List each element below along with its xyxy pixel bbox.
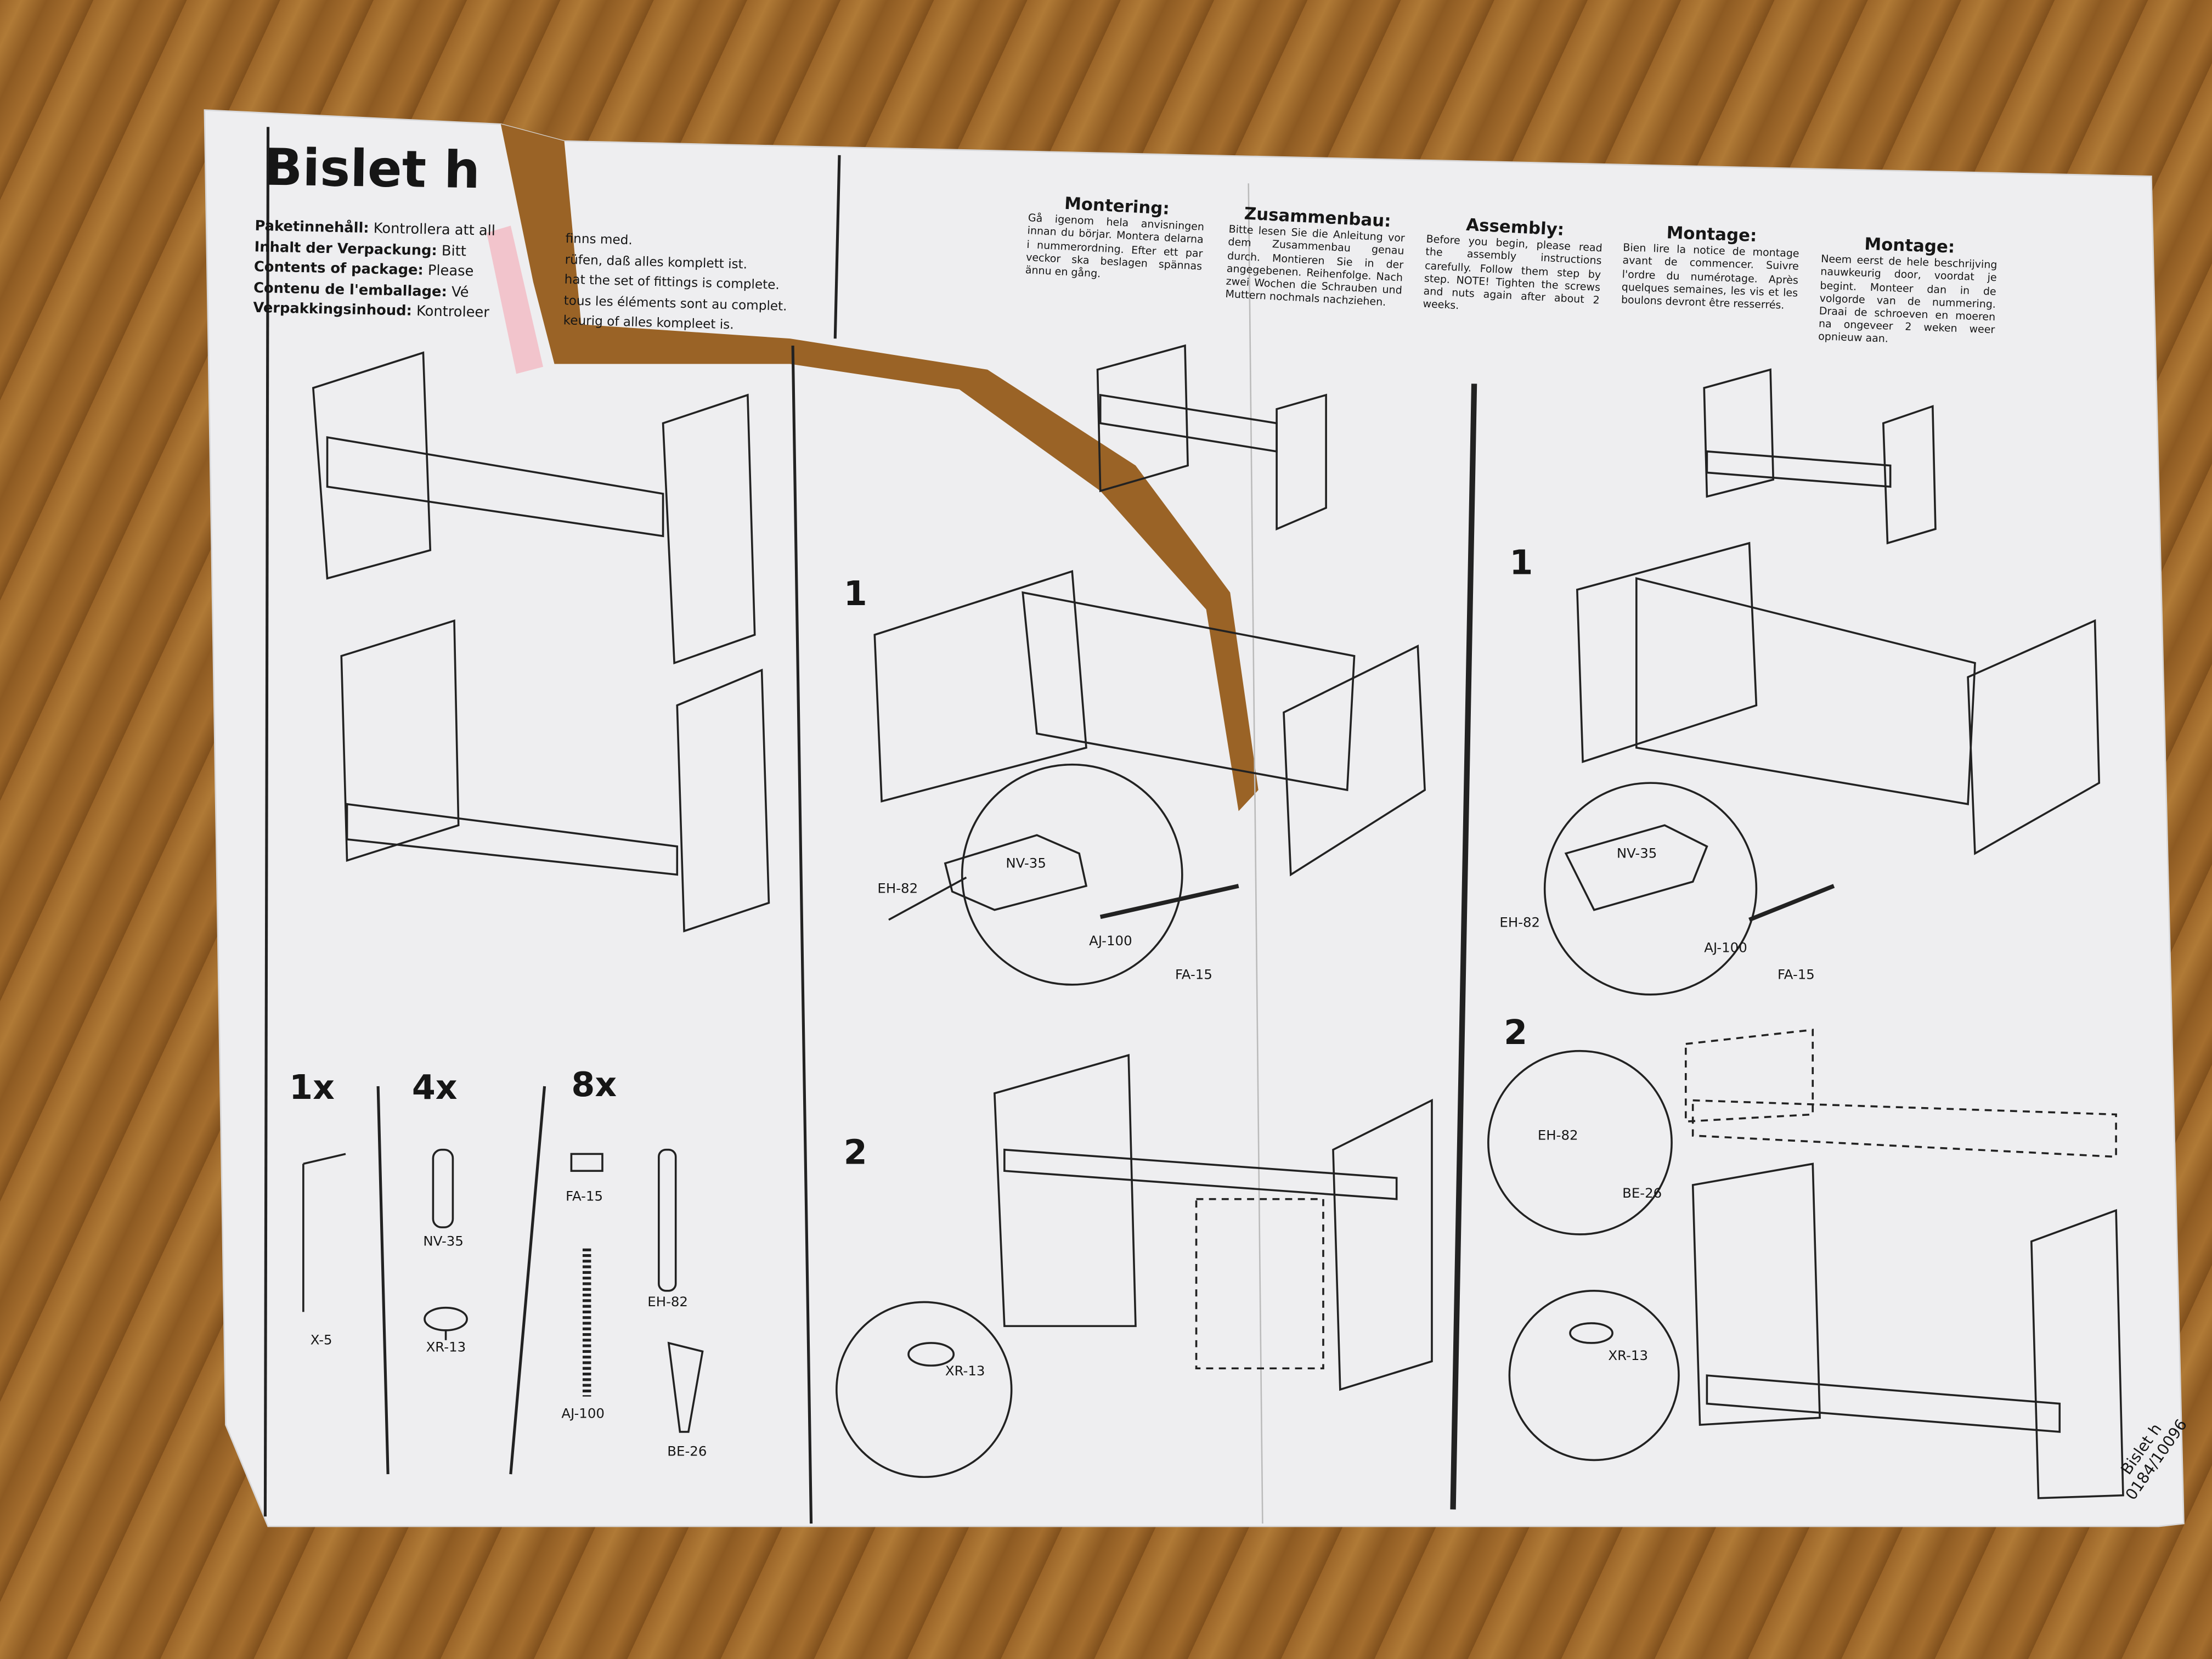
callout-nv35: NV-35	[1006, 856, 1046, 872]
instructions-body: Neem eerst de hele beschrijving nauwkeur…	[1818, 252, 1997, 346]
instructions-english: Assembly:Before you begin, please read t…	[1422, 215, 1604, 319]
instructions-french: Montage:Bien lire la notice de montage a…	[1621, 223, 1800, 312]
contents-text: Please	[427, 263, 474, 280]
step-number-2-right: 2	[1504, 1013, 1528, 1053]
quantity-1x: 1x	[289, 1068, 335, 1108]
torn-gap	[500, 124, 1259, 811]
instructions-body: Bien lire la notice de montage avant de …	[1621, 241, 1799, 312]
callout-fa15-right: FA-15	[1777, 967, 1815, 984]
callout-xr13: XR-13	[945, 1364, 985, 1380]
contents-label: Paketinnehåll:	[255, 219, 369, 237]
part-label-aj100: AJ-100	[561, 1406, 605, 1422]
part-label-eh82: EH-82	[647, 1295, 688, 1311]
callout-nv35-right: NV-35	[1616, 846, 1657, 862]
package-contents: Paketinnehåll: Kontrollera att all Inhal…	[253, 218, 495, 325]
part-label-be26: BE-26	[667, 1444, 707, 1460]
contents-text: Vé	[451, 284, 469, 301]
callout-eh82: EH-82	[877, 882, 918, 898]
instructions-swedish: Montering:Gå igenom hela anvisningen inn…	[1025, 194, 1205, 286]
contents-label: Inhalt der Verpackung:	[254, 239, 438, 259]
package-contents-continued: finns med. rüfen, daß alles komplett ist…	[563, 230, 789, 338]
quantity-4x: 4x	[411, 1068, 458, 1108]
contents-label: Contenu de l'emballage:	[253, 280, 448, 300]
contents-label: Contents of package:	[253, 259, 424, 279]
part-label-xr13: XR-13	[426, 1340, 466, 1356]
callout-eh82-step2: EH-82	[1537, 1128, 1578, 1144]
callout-fa15: FA-15	[1175, 967, 1212, 984]
part-label-x5: X-5	[310, 1333, 332, 1349]
instructions-german: Zusammenbau:Bitte lesen Sie die Anleitun…	[1224, 204, 1406, 309]
step-number-1: 1	[843, 574, 867, 614]
contents-label: Verpakkingsinhoud:	[253, 301, 413, 320]
part-label-fa15: FA-15	[566, 1189, 603, 1205]
sheet-title: Bislet h	[263, 139, 481, 201]
instructions-body: Bitte lesen Sie die Anleitung vor dem Zu…	[1224, 223, 1406, 309]
diagrams	[302, 344, 2124, 1499]
part-label-nv35: NV-35	[423, 1234, 464, 1250]
instructions-body: Before you begin, please read the assemb…	[1422, 233, 1603, 312]
instructions-body: Gå igenom hela anvisningen innan du börj…	[1025, 211, 1205, 280]
callout-be26: BE-26	[1622, 1186, 1662, 1202]
instructions-dutch: Montage:Neem eerst de hele beschrijving …	[1818, 234, 1998, 350]
callout-xr13-right: XR-13	[1608, 1348, 1649, 1364]
contents-text: Kontroleer	[416, 304, 490, 321]
callout-aj100-right: AJ-100	[1704, 941, 1747, 957]
pink-sticker	[487, 225, 543, 374]
callout-eh82-right: EH-82	[1499, 915, 1541, 932]
callout-aj100: AJ-100	[1089, 934, 1132, 950]
quantity-8x: 8x	[571, 1065, 617, 1105]
step-number-2: 2	[843, 1132, 867, 1172]
step-number-1-right: 1	[1509, 543, 1533, 583]
contents-text: Kontrollera att all	[373, 221, 496, 240]
contents-text: Bitt	[441, 243, 467, 259]
